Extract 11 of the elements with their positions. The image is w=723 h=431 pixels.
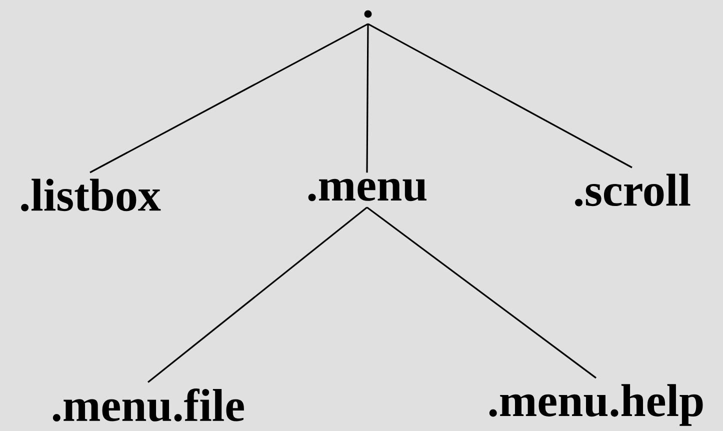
tree-node-label: .listbox: [21, 178, 161, 212]
tree-node-label: .scroll: [575, 174, 690, 206]
tree-line: [366, 206, 596, 379]
tree-node-label: .menu.file: [52, 388, 244, 422]
tree-node-label: .menu.help: [489, 384, 703, 426]
tree-line: [90, 23, 368, 174]
tree-node-label: .menu: [308, 178, 426, 202]
tree-line: [366, 24, 369, 173]
tree-line: [148, 206, 368, 383]
tree-line: [368, 23, 632, 168]
tree-node-label: .: [364, 10, 372, 18]
